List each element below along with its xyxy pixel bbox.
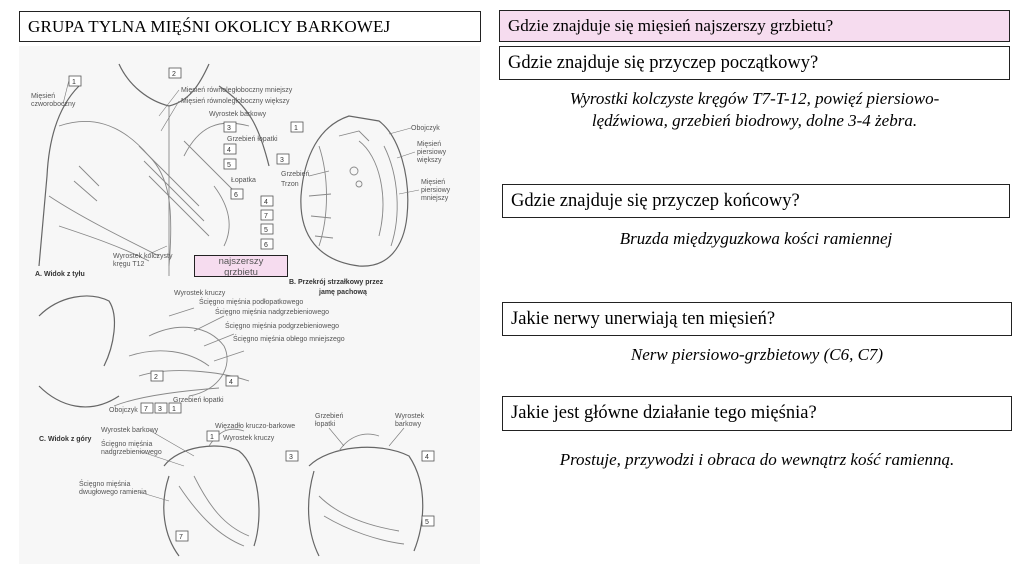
svg-text:4: 4 xyxy=(264,199,268,206)
svg-text:3: 3 xyxy=(289,454,293,461)
svg-text:Ścięgno mięśnia nadgrzebieniow: Ścięgno mięśnia nadgrzebieniowego xyxy=(215,307,329,316)
svg-text:Grzebień: Grzebień xyxy=(281,171,310,178)
svg-text:Mięsień równoległoboczny więks: Mięsień równoległoboczny większy xyxy=(181,98,290,105)
answer-origin: Wyrostki kolczyste kręgów T7-T-12, powię… xyxy=(499,88,1010,132)
answer-action: Prostuje, przywodzi i obraca do wewnątrz… xyxy=(502,449,1012,471)
callout-line-1: najszerszy xyxy=(218,256,264,267)
svg-text:Trzon: Trzon xyxy=(281,181,299,188)
svg-text:Mięsień: Mięsień xyxy=(417,141,441,148)
svg-text:barkowy: barkowy xyxy=(395,421,422,428)
answer-origin-line-1: Wyrostki kolczyste kręgów T7-T-12, powię… xyxy=(569,89,940,108)
svg-text:5: 5 xyxy=(425,519,429,526)
question-location: Gdzie znajduje się mięsień najszerszy gr… xyxy=(499,10,1010,42)
svg-text:1: 1 xyxy=(210,434,214,441)
svg-text:Mięsień: Mięsień xyxy=(421,179,445,186)
svg-text:Łopatka: Łopatka xyxy=(231,177,256,184)
svg-text:czworoboczny: czworoboczny xyxy=(31,101,76,108)
question-insertion: Gdzie znajduje się przyczep końcowy? xyxy=(502,184,1010,218)
question-innervation: Jakie nerwy unerwiają ten mięsień? xyxy=(502,302,1012,336)
svg-text:4: 4 xyxy=(425,454,429,461)
answer-innervation: Nerw piersiowo-grzbietowy (C6, C7) xyxy=(502,344,1012,366)
svg-text:Wyrostek kruczy: Wyrostek kruczy xyxy=(223,435,275,442)
svg-text:łopatki: łopatki xyxy=(315,421,336,428)
svg-text:7: 7 xyxy=(264,213,268,220)
svg-text:nadgrzebieniowego: nadgrzebieniowego xyxy=(101,449,162,456)
svg-text:Wyrostek: Wyrostek xyxy=(395,413,425,420)
question-origin: Gdzie znajduje się przyczep początkowy? xyxy=(499,46,1010,80)
anatomy-drawing: 2 1 3 4 5 6 Mięsień czworoboczny Mięsień… xyxy=(31,63,451,557)
svg-text:1: 1 xyxy=(172,406,176,413)
svg-text:Ścięgno mięśnia obłego mniejsz: Ścięgno mięśnia obłego mniejszego xyxy=(233,334,345,343)
svg-text:2: 2 xyxy=(154,374,158,381)
svg-text:Mięsień równoległoboczny mniej: Mięsień równoległoboczny mniejszy xyxy=(181,87,293,94)
svg-text:piersiowy: piersiowy xyxy=(421,187,451,194)
svg-text:Grzebień łopatki: Grzebień łopatki xyxy=(227,136,278,143)
svg-text:Więzadło kruczo-barkowe: Więzadło kruczo-barkowe xyxy=(215,423,295,430)
svg-text:6: 6 xyxy=(234,192,238,199)
svg-text:C. Widok z góry: C. Widok z góry xyxy=(39,436,92,443)
svg-text:Obojczyk: Obojczyk xyxy=(411,125,440,132)
svg-text:Wyrostek barkowy: Wyrostek barkowy xyxy=(101,427,159,434)
svg-text:5: 5 xyxy=(264,227,268,234)
callout-line-2: grzbietu xyxy=(224,267,258,277)
svg-text:7: 7 xyxy=(144,406,148,413)
svg-text:Ścięgno mięśnia podłopatkowego: Ścięgno mięśnia podłopatkowego xyxy=(199,297,303,306)
svg-text:Wyrostek barkowy: Wyrostek barkowy xyxy=(209,111,267,118)
svg-text:4: 4 xyxy=(229,379,233,386)
svg-text:A. Widok z tyłu: A. Widok z tyłu xyxy=(35,271,85,278)
shoulder-joint-figure: 1 3 7 4 5 Wyrostek barkowy Więzadło kruc… xyxy=(79,413,435,557)
answer-innervation-line-1: Nerw piersiowo-grzbietowy (C6, C7) xyxy=(630,345,884,364)
svg-text:dwugłowego ramienia: dwugłowego ramienia xyxy=(79,489,147,496)
answer-action-line-1: Prostuje, przywodzi i obraca do wewnątrz… xyxy=(559,450,955,469)
svg-text:3: 3 xyxy=(280,157,284,164)
svg-text:1: 1 xyxy=(72,79,76,86)
answer-origin-line-2: lędźwiowa, grzebień biodrowy, dolne 3-4 … xyxy=(591,111,918,130)
svg-text:Mięsień: Mięsień xyxy=(31,93,55,100)
svg-text:2: 2 xyxy=(172,71,176,78)
sagittal-section-figure: 1 3 4 7 5 6 Obojczyk Mięsień piersiowy w… xyxy=(260,115,451,296)
svg-text:Obojczyk: Obojczyk xyxy=(109,407,138,414)
svg-text:6: 6 xyxy=(264,242,268,249)
svg-text:większy: większy xyxy=(416,157,442,164)
svg-text:5: 5 xyxy=(227,162,231,169)
question-action: Jakie jest główne działanie tego mięśnia… xyxy=(502,396,1012,431)
svg-text:Ścięgno mięśnia podgrzebieniow: Ścięgno mięśnia podgrzebieniowego xyxy=(225,321,339,330)
muscle-name-callout: najszerszy grzbietu xyxy=(194,255,288,277)
svg-text:piersiowy: piersiowy xyxy=(417,149,447,156)
svg-text:7: 7 xyxy=(179,534,183,541)
posterior-view-figure: 2 1 3 4 5 6 Mięsień czworoboczny Mięsień… xyxy=(31,63,293,278)
page-title: GRUPA TYLNA MIĘŚNI OKOLICY BARKOWEJ xyxy=(19,11,481,42)
answer-insertion: Bruzda międzyguzkowa kości ramiennej xyxy=(502,228,1010,250)
svg-text:B. Przekrój strzałkowy przez: B. Przekrój strzałkowy przez xyxy=(289,279,384,286)
svg-text:mniejszy: mniejszy xyxy=(421,195,449,202)
svg-text:Grzebień łopatki: Grzebień łopatki xyxy=(173,397,224,404)
svg-text:Grzebień: Grzebień xyxy=(315,413,344,420)
svg-text:Ścięgno mięśnia: Ścięgno mięśnia xyxy=(101,439,152,448)
svg-text:4: 4 xyxy=(227,147,231,154)
svg-text:3: 3 xyxy=(158,406,162,413)
answer-insertion-line-1: Bruzda międzyguzkowa kości ramiennej xyxy=(619,229,893,248)
svg-text:kręgu T12: kręgu T12 xyxy=(113,261,144,268)
svg-text:3: 3 xyxy=(227,125,231,132)
svg-text:Wyrostek kolczysty: Wyrostek kolczysty xyxy=(113,253,173,260)
svg-text:jamę pachową: jamę pachową xyxy=(318,289,367,296)
superior-view-figure: 2 4 7 3 1 Wyrostek kruczy Ścięgno mięśni… xyxy=(38,290,345,443)
svg-text:Ścięgno mięśnia: Ścięgno mięśnia xyxy=(79,479,130,488)
svg-text:1: 1 xyxy=(294,125,298,132)
anatomy-illustration: 2 1 3 4 5 6 Mięsień czworoboczny Mięsień… xyxy=(19,46,480,564)
svg-text:Wyrostek kruczy: Wyrostek kruczy xyxy=(174,290,226,297)
